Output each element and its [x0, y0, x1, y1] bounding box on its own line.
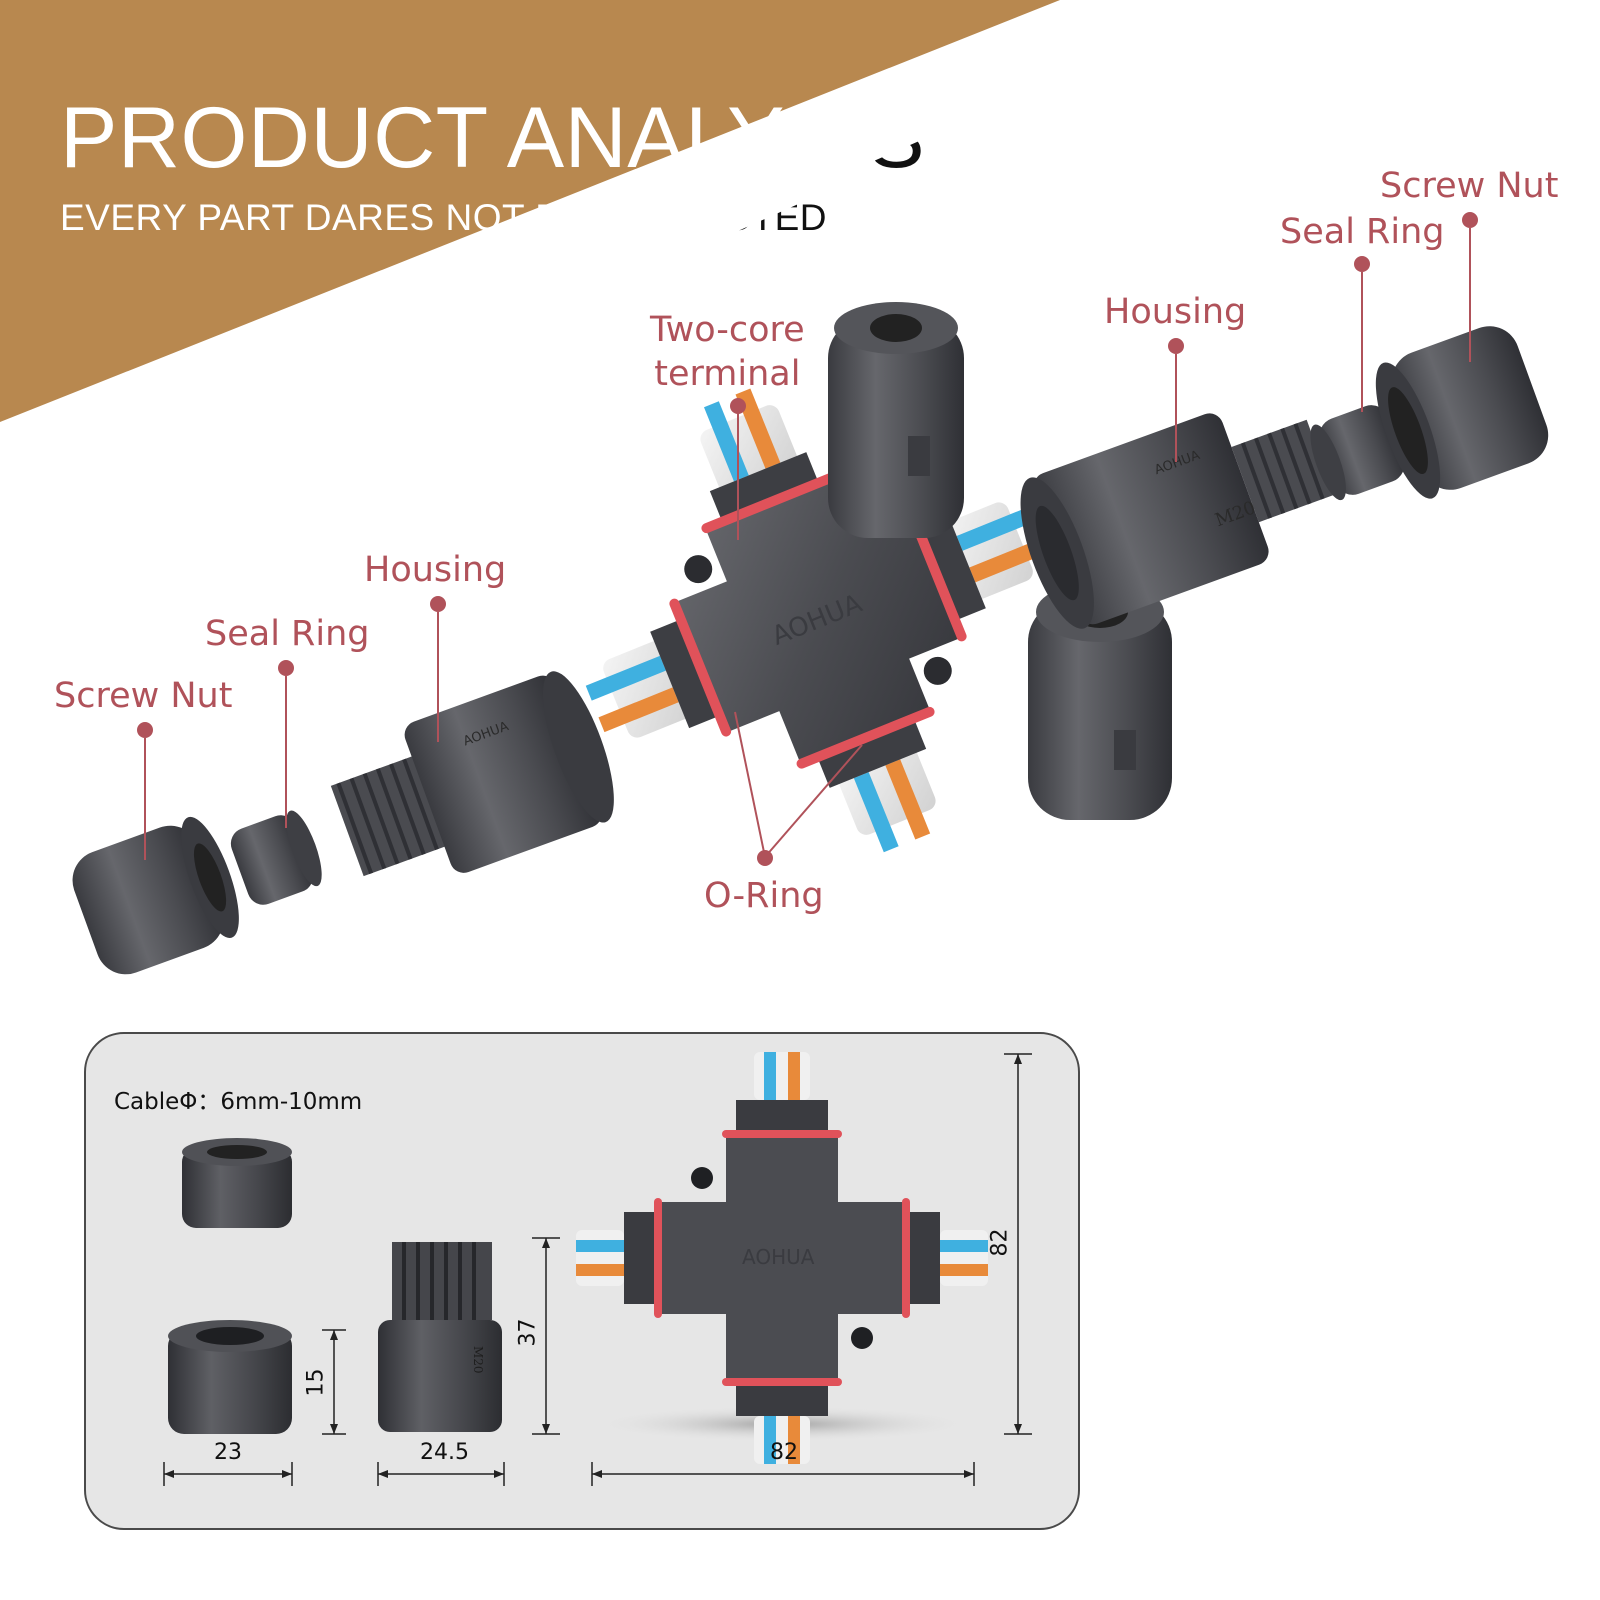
panel-screw-nut: [168, 1320, 292, 1434]
callout-two-core-dot: [730, 398, 746, 414]
callout-two-core-terminal: Two-core terminal: [650, 308, 805, 396]
left-screw-nut: [72, 816, 239, 975]
callout-right-seal-ring: Seal Ring: [1280, 212, 1445, 252]
o-ring-pointer-lines: [734, 711, 863, 858]
callout-o-ring-dot: [757, 850, 773, 866]
callout-right-screw-nut-dot: [1462, 212, 1478, 228]
dimension-arrows: [164, 1054, 1022, 1478]
cable-diameter-spec: CableΦ：6mm-10mm: [114, 1089, 363, 1115]
right-screw-nut: [1375, 326, 1549, 499]
callout-left-screw-nut-dot: [137, 722, 153, 738]
callout-o-ring: O-Ring: [704, 876, 824, 916]
callout-left-screw-nut: Screw Nut: [54, 676, 233, 716]
panel-housing: M20: [378, 1242, 502, 1432]
callout-left-seal-ring-line: [285, 676, 287, 828]
right-housing: AOHUA M20: [1020, 413, 1335, 629]
dimensions-panel: M20: [84, 1032, 1080, 1530]
page-subtitle-light: EVERY PART DARES NOT BE NEGLECTED: [60, 197, 828, 238]
callout-right-seal-ring-line: [1361, 272, 1363, 412]
callout-two-core-line2: terminal: [654, 354, 801, 394]
callout-right-housing: Housing: [1104, 292, 1247, 332]
page-subtitle: EVERY PART DARES NOT BE NEGLECTED EVERY …: [60, 196, 960, 240]
callout-left-seal-ring-dot: [278, 660, 294, 676]
right-seal-ring: [1310, 405, 1405, 501]
dim-nut-height: 15: [303, 1368, 329, 1397]
panel-body-brand: AOHUA: [742, 1245, 815, 1269]
callout-left-housing-line: [437, 612, 439, 742]
left-housing: AOHUA: [330, 671, 614, 877]
junction-body: AOHUA: [585, 388, 1050, 853]
panel-housing-thread: M20: [471, 1346, 485, 1374]
callout-left-housing: Housing: [364, 550, 507, 590]
callout-right-housing-line: [1175, 354, 1177, 462]
page-title: PRODUCT ANALYSIS PRODUCT ANALYSIS: [60, 88, 1020, 188]
dimensions-drawing: M20: [163, 1052, 1032, 1486]
callout-right-screw-nut: Screw Nut: [1380, 166, 1559, 206]
callout-left-seal-ring: Seal Ring: [205, 614, 370, 654]
dim-body-height: 82: [987, 1228, 1013, 1257]
panel-seal-ring: [182, 1138, 292, 1228]
upper-cap: [828, 302, 964, 538]
left-seal-ring: [230, 810, 322, 905]
callout-right-seal-ring-dot: [1354, 256, 1370, 272]
terminal-left: [585, 639, 694, 738]
dim-housing-width: 24.5: [420, 1440, 469, 1465]
callout-two-core-line1: Two-core: [650, 310, 805, 350]
dim-nut-width: 23: [214, 1440, 242, 1465]
dim-housing-height: 37: [515, 1318, 541, 1347]
callout-right-housing-dot: [1168, 338, 1184, 354]
exploded-view: AOHUA: [72, 302, 1549, 975]
dim-body-width: 82: [770, 1440, 798, 1465]
page-title-light: PRODUCT ANALYSIS: [60, 90, 926, 186]
callout-left-housing-dot: [430, 596, 446, 612]
callout-right-screw-nut-line: [1469, 228, 1471, 362]
callout-left-screw-nut-line: [144, 738, 146, 860]
panel-junction-body: AOHUA: [576, 1052, 988, 1464]
